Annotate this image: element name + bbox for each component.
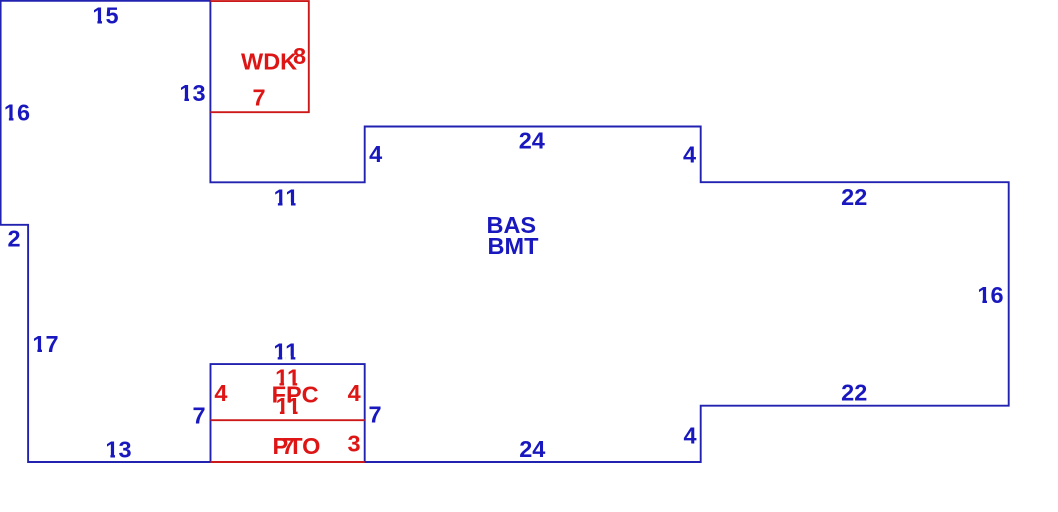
svg-text:7: 7 (368, 401, 381, 427)
svg-text:13: 13 (105, 437, 131, 463)
svg-text:4: 4 (214, 380, 227, 406)
svg-text:7: 7 (252, 85, 265, 111)
svg-text:8: 8 (293, 43, 306, 69)
svg-text:16: 16 (977, 282, 1003, 308)
svg-text:22: 22 (841, 184, 867, 210)
svg-text:4: 4 (369, 141, 382, 167)
svg-text:17: 17 (32, 331, 58, 357)
svg-text:WDK: WDK (241, 49, 297, 75)
svg-text:22: 22 (841, 379, 867, 405)
svg-text:24: 24 (519, 436, 545, 462)
svg-text:4: 4 (348, 380, 361, 406)
svg-text:BAS: BAS (486, 212, 536, 238)
svg-text:3: 3 (347, 431, 360, 457)
svg-text:11: 11 (273, 338, 298, 364)
svg-text:24: 24 (519, 128, 545, 154)
svg-text:11: 11 (274, 185, 299, 211)
svg-text:11: 11 (275, 364, 300, 390)
svg-text:PTO: PTO (273, 433, 321, 459)
svg-text:15: 15 (92, 3, 118, 29)
svg-text:11: 11 (276, 393, 301, 419)
svg-text:7: 7 (282, 433, 295, 459)
svg-text:2: 2 (7, 226, 20, 252)
svg-text:16: 16 (4, 100, 30, 126)
svg-text:4: 4 (683, 142, 696, 168)
svg-text:13: 13 (179, 80, 205, 106)
svg-text:4: 4 (683, 422, 696, 448)
svg-text:7: 7 (192, 402, 205, 428)
svg-text:BMT: BMT (488, 233, 540, 259)
